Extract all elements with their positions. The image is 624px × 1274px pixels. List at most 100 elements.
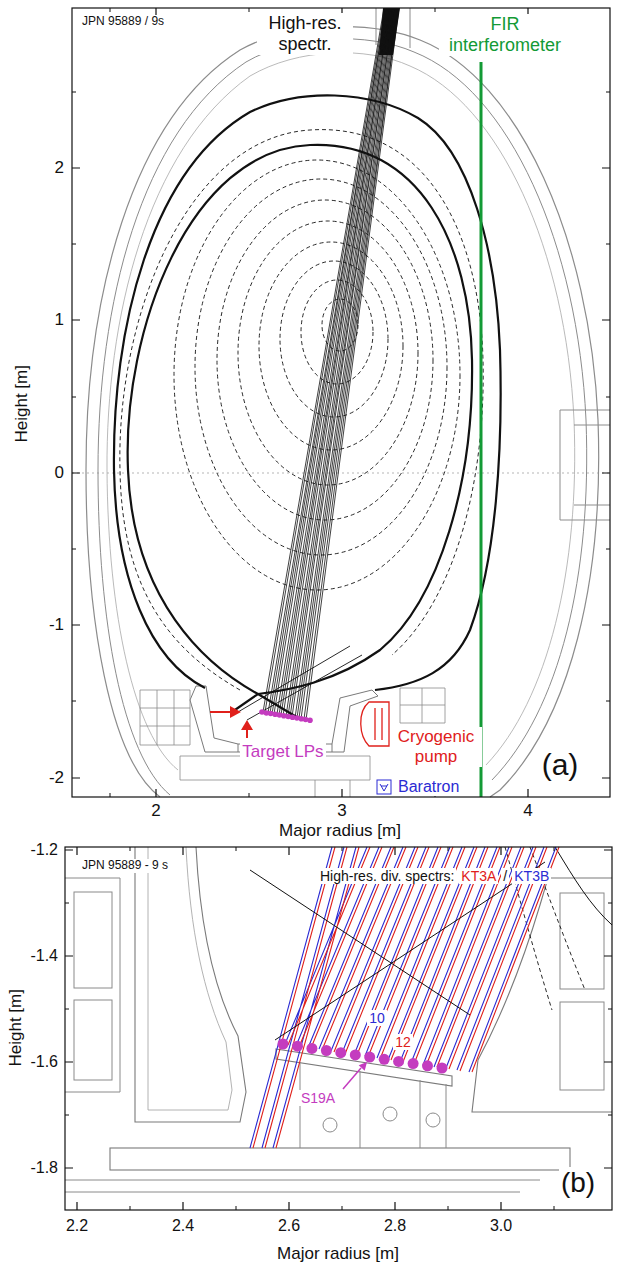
tick-label: 2.2 xyxy=(64,1217,90,1235)
diagnostic-label: High-res. spectr. xyxy=(257,13,353,54)
divertor-structure xyxy=(65,878,120,1092)
leader-arrow xyxy=(343,1068,361,1089)
line-of-sight xyxy=(253,847,559,1148)
tick-label: -1.4 xyxy=(28,947,60,965)
tick-label: -1.8 xyxy=(28,1159,60,1177)
tile-bolt xyxy=(383,1107,397,1121)
coil-block xyxy=(400,688,445,723)
probe-dot xyxy=(306,1043,317,1054)
tick-label: 2 xyxy=(149,801,162,821)
flux-surface xyxy=(505,847,585,1010)
divertor-structure xyxy=(74,1000,112,1080)
cryopump xyxy=(361,702,389,746)
flux-surface xyxy=(555,847,612,925)
coil-block xyxy=(140,690,190,745)
spectrometer-name: KT3A xyxy=(459,868,498,884)
tile-bolt xyxy=(426,1113,440,1127)
probe-dot xyxy=(321,1045,332,1056)
channel-number: 12 xyxy=(393,1034,413,1050)
tick-label: 2.6 xyxy=(276,1217,302,1235)
tick-label: 4 xyxy=(521,801,534,821)
arrow-head xyxy=(230,706,241,718)
divertor-structure xyxy=(560,1002,604,1090)
tick-label: -1.6 xyxy=(28,1053,60,1071)
shot-id: JPN 95889 - 9 s xyxy=(80,859,170,873)
divertor-structure xyxy=(332,690,378,752)
arrow-head xyxy=(241,720,253,730)
sightline xyxy=(238,646,362,720)
axis-title: Major radius [m] xyxy=(275,1244,401,1264)
channel-number: 10 xyxy=(367,1010,387,1026)
tick-label: 3 xyxy=(335,801,348,821)
flux-surface xyxy=(120,130,483,690)
axis-title: Height [m] xyxy=(6,987,26,1068)
arrow xyxy=(210,711,232,713)
minor-tick xyxy=(65,847,612,1210)
line-of-sight xyxy=(263,8,399,720)
separatrix xyxy=(128,145,472,719)
interferometer-chord xyxy=(480,62,483,797)
divertor-structure xyxy=(560,893,604,989)
port-outline xyxy=(560,410,610,520)
vessel-outline xyxy=(107,53,575,770)
tick-label: 3.0 xyxy=(488,1217,514,1235)
probe-dot xyxy=(307,718,313,724)
panel-label: (a) xyxy=(540,748,581,783)
probe-dots xyxy=(259,709,313,723)
diagnostic-label: Baratron xyxy=(396,778,461,796)
flux-surface xyxy=(174,160,460,590)
minor-tick xyxy=(72,8,610,797)
probe-dot xyxy=(393,1056,404,1067)
flux-surfaces xyxy=(174,160,460,590)
axis-title: Major radius [m] xyxy=(277,821,403,841)
separator: / xyxy=(501,868,509,884)
gauge-icon xyxy=(377,780,391,794)
tick-label: 0 xyxy=(53,463,66,483)
probe-dots xyxy=(278,1039,448,1074)
sightline xyxy=(250,862,545,1040)
axis-tick xyxy=(72,8,610,797)
gauge-icon xyxy=(380,784,388,791)
component-label: Cryogenic pump xyxy=(390,727,482,766)
divertor-structure xyxy=(190,686,238,752)
divertor-floor xyxy=(65,1180,540,1192)
divertor-floor xyxy=(110,1148,570,1170)
flux-surface xyxy=(259,242,403,450)
arrow xyxy=(246,729,248,738)
zero-line xyxy=(72,473,610,474)
tile-bolt xyxy=(323,1118,337,1132)
flux-surface xyxy=(195,179,447,555)
divertor-tile xyxy=(472,878,612,1112)
target-tile xyxy=(276,1049,452,1086)
flux-surface xyxy=(301,280,373,384)
tick-label: 1 xyxy=(53,310,66,330)
probe-dot xyxy=(437,1063,448,1074)
tick-label: -1.2 xyxy=(28,841,60,859)
probe-dot xyxy=(335,1047,346,1058)
probe-dot xyxy=(350,1049,361,1060)
spectrometer-name: KT3B xyxy=(512,868,551,884)
shot-id: JPN 95889 / 9s xyxy=(80,15,166,29)
probe-dot xyxy=(364,1052,375,1063)
plot-frame xyxy=(72,8,610,797)
divertor-tile xyxy=(135,847,246,1122)
plot-frame xyxy=(65,847,612,1210)
tick-label: -2 xyxy=(47,768,66,788)
line-of-sight xyxy=(250,847,556,1148)
tick-label: 2.4 xyxy=(170,1217,196,1235)
diagnostic-label: High-res. div. spectrs: xyxy=(318,868,456,884)
axis-tick xyxy=(65,847,612,1210)
probe-name: S19A xyxy=(299,1090,337,1106)
probe-dot xyxy=(278,1039,289,1050)
tick-label: 2.8 xyxy=(382,1217,408,1235)
tick-label: 2 xyxy=(53,158,66,178)
probe-dot xyxy=(292,1041,303,1052)
arrow-head xyxy=(359,1062,367,1071)
vessel-outline xyxy=(86,27,599,797)
divertor-structure xyxy=(74,892,112,988)
probe-dot xyxy=(379,1054,390,1065)
probe-dot xyxy=(422,1060,433,1071)
tick-label: -1 xyxy=(47,615,66,635)
